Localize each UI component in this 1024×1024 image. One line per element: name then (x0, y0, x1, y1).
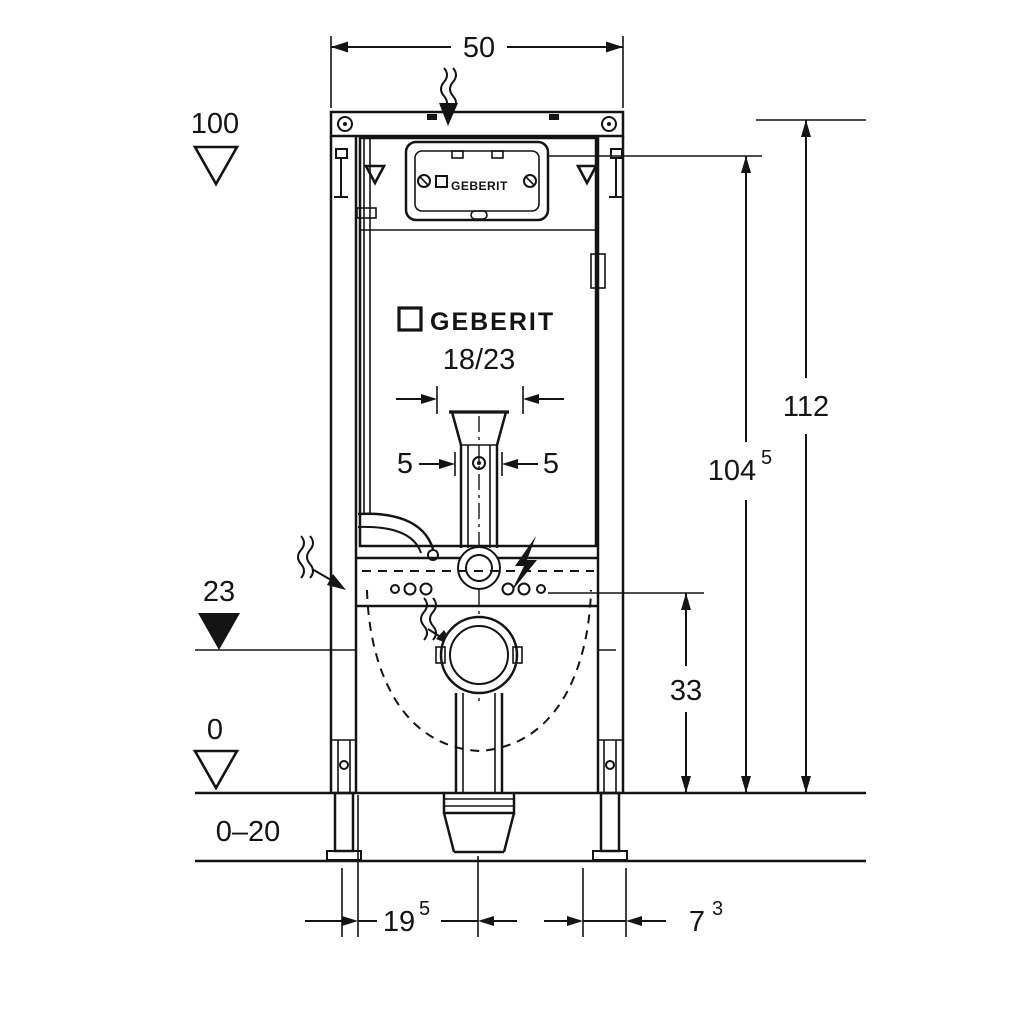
level-100-label: 100 (191, 108, 239, 140)
dim-width-top: 50 (330, 32, 624, 108)
dim-19-sup-label: 5 (419, 898, 430, 920)
lightning-icon (511, 536, 537, 592)
brand-logo-text: GEBERIT (430, 308, 555, 336)
panel-logo-text: GEBERIT (451, 179, 508, 193)
marker-triangle-right-icon (575, 164, 599, 186)
foot-plate-right (592, 850, 628, 861)
level-marker-23: 23 (195, 576, 616, 651)
dim-offset-right-label: 5 (543, 448, 559, 480)
level-0-label: 0 (207, 714, 223, 746)
level-triangle-filled-icon (198, 613, 240, 650)
dim-pipe-offset-left: 5 (397, 448, 456, 480)
crossbar (356, 546, 598, 608)
floor-lines (195, 791, 866, 863)
dim-width-top-label: 50 (463, 32, 495, 64)
dim-19-label: 19 (383, 906, 415, 938)
level-triangle-open-icon (192, 145, 240, 187)
dim-outlet-height-33: 33 (548, 592, 704, 793)
dim-depth-arrows (396, 386, 564, 414)
dim-pipe-offset-right: 5 (501, 448, 559, 480)
water-supply-side-icon (297, 535, 346, 590)
drain-outlet (435, 615, 523, 695)
dim-total-height-112: 112 (756, 119, 866, 793)
level-marker-0: 0 0–20 (192, 714, 281, 848)
level-marker-100: 100 (191, 108, 240, 187)
dim-bottom-7-3: 7 3 (544, 868, 723, 938)
flush-access-panel: GEBERIT (404, 140, 550, 222)
level-23-label: 23 (203, 576, 235, 608)
side-arrow-icon (327, 574, 346, 590)
foot-right (599, 791, 621, 853)
outlet-pipe (442, 693, 516, 854)
mounting-frame (326, 110, 628, 861)
concealed-cistern: GEBERIT 18/23 (356, 136, 606, 548)
marker-triangle-left-icon (363, 164, 387, 186)
dim-104-label: 104 (708, 455, 756, 487)
hanger-bolts (334, 148, 623, 198)
dim-33-label: 33 (670, 675, 702, 707)
dim-104-sup-label: 5 (761, 447, 772, 469)
dim-7-sup-label: 3 (712, 898, 723, 920)
foot-plate-left (326, 850, 362, 861)
water-supply-top-icon (439, 67, 458, 126)
wc-pan-outline (362, 570, 594, 753)
dim-112-label: 112 (783, 391, 829, 423)
level-triangle-open-icon (192, 749, 240, 791)
dim-offset-left-label: 5 (397, 448, 413, 480)
foot-left (333, 791, 355, 853)
dim-7-label: 7 (689, 906, 705, 938)
down-arrow-icon (439, 103, 458, 126)
model-depth-label: 18/23 (443, 344, 516, 376)
dim-actuation-height-104-5: 104 5 (548, 155, 772, 793)
floor-range-label: 0–20 (216, 816, 281, 848)
pipe-clamp (457, 546, 501, 590)
water-supply-bracket (357, 512, 439, 561)
panel-logo-square-icon (435, 175, 448, 188)
brand-logo-square-icon (397, 306, 423, 332)
dim-bottom-19-5: 19 5 (305, 795, 517, 938)
